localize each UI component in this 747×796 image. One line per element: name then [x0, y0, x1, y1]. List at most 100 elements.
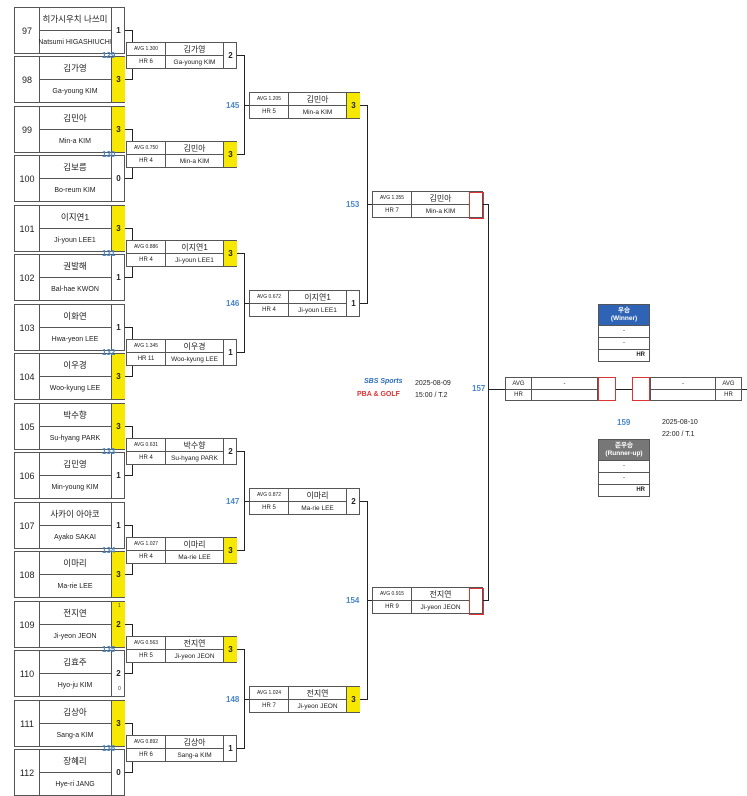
match-number: 130 [102, 150, 116, 159]
semifinal-right-box: - AVG HR [650, 377, 742, 401]
bracket-line [125, 277, 133, 278]
bracket-line [125, 673, 133, 674]
seed-number: 101 [15, 206, 40, 251]
bracket-line [125, 624, 133, 625]
player-name-ko: 김가영 [166, 43, 223, 56]
bracket-line [125, 772, 133, 773]
player-score: 2 [346, 489, 360, 514]
match-number: 134 [102, 546, 116, 555]
bracket-line [360, 303, 368, 304]
player-score: 2 [223, 439, 237, 464]
hr-value: HR 5 [127, 650, 166, 662]
player-score: 3 [111, 206, 125, 251]
player-score: 0 [111, 156, 125, 201]
match-number: 153 [346, 200, 360, 209]
runnerup-name-en: - [599, 472, 649, 484]
tiebreak-top: 1 [118, 603, 121, 609]
hr-value: HR 6 [127, 749, 166, 761]
player-name-en: Sang-a KIM [56, 731, 94, 739]
winner-hr: HR [599, 349, 649, 361]
bracket-line [742, 389, 747, 390]
player-score [469, 192, 484, 219]
seed-number: 110 [15, 651, 40, 696]
player-name-en: Hye-ri JANG [55, 780, 95, 788]
bracket-line [244, 303, 250, 304]
player-score: 2 [111, 602, 125, 647]
hr-value: HR 7 [373, 205, 412, 217]
avg-value: AVG 0.563 [127, 637, 166, 650]
seed-number: 102 [15, 255, 40, 300]
winner-subtitle: (Winner) [610, 315, 638, 322]
semifinal-time: 15:00 / T.2 [415, 392, 448, 399]
bracket-line [237, 550, 245, 551]
player-score: 1 [111, 453, 125, 498]
player-name-ko: 김상아 [166, 736, 223, 749]
avg-value: AVG 1.345 [127, 340, 166, 353]
seed-number: 107 [15, 503, 40, 548]
avg-value: AVG 1.355 [373, 192, 412, 205]
bracket-line [125, 79, 133, 80]
avg-value: AVG 1.205 [250, 93, 289, 106]
player-name-en: Su-hyang PARK [171, 454, 218, 462]
player-name-en: Ji-yeon JEON [297, 702, 338, 710]
player-name-en: Ji-yeon JEON [53, 632, 97, 640]
sbs-sports-logo: SBS Sports [364, 378, 403, 385]
final-time: 22:00 / T.1 [662, 431, 695, 438]
player-score: 3 [111, 107, 125, 152]
player-name-ko: 김가영 [39, 57, 111, 80]
player-score [469, 588, 484, 615]
player-score: 0 [111, 750, 125, 795]
player-name-ko: 히가시우치 나쓰미 [39, 8, 111, 31]
player-name-en: Su-hyang PARK [49, 434, 101, 442]
player-name-en: Bal-hae KWON [51, 285, 99, 293]
bracket-line [483, 600, 489, 601]
seed-number: 112 [15, 750, 40, 795]
player-name-ko: 이우경 [166, 340, 223, 353]
player-name-ko: 전지연 [412, 588, 469, 601]
semifinal-right-avg-label: AVG [716, 378, 741, 390]
player-score: 2 [223, 43, 237, 68]
player-score: 3 [223, 241, 237, 266]
match-number: 131 [102, 249, 116, 258]
bracket-line [125, 723, 133, 724]
player-name-en: Min-a KIM [59, 137, 91, 145]
player-name-ko: 박수향 [166, 439, 223, 452]
bracket-line [244, 699, 250, 700]
bracket-line [125, 178, 133, 179]
player-name-ko: 김민아 [289, 93, 346, 106]
player-name-ko: 박수향 [39, 404, 111, 427]
seed-number: 108 [15, 552, 40, 597]
player-name-ko: 이지연1 [166, 241, 223, 254]
player-score: 3 [111, 354, 125, 399]
player-name-ko: 김민아 [166, 142, 223, 155]
semifinal-date: 2025-08-09 [415, 380, 451, 387]
player-score: 3 [223, 538, 237, 563]
player-name-en: Ayako SAKAI [54, 533, 96, 541]
avg-value: AVG 1.027 [127, 538, 166, 551]
semifinal-left-box: AVG - HR [505, 377, 598, 401]
bracket-line [237, 55, 245, 56]
semifinal-left-hr: HR [506, 390, 532, 400]
seed-number: 105 [15, 404, 40, 449]
match-number: 129 [102, 51, 116, 60]
player-name-ko: 이우경 [39, 354, 111, 377]
player-score: 3 [111, 404, 125, 449]
final-connector [616, 389, 632, 390]
final-date: 2025-08-10 [662, 419, 698, 426]
player-name-en: Hyo-ju KIM [57, 681, 93, 689]
bracket-line [360, 699, 368, 700]
player-name-ko: 김민아 [412, 192, 469, 205]
player-name-en: Ji-youn LEE1 [54, 236, 96, 244]
